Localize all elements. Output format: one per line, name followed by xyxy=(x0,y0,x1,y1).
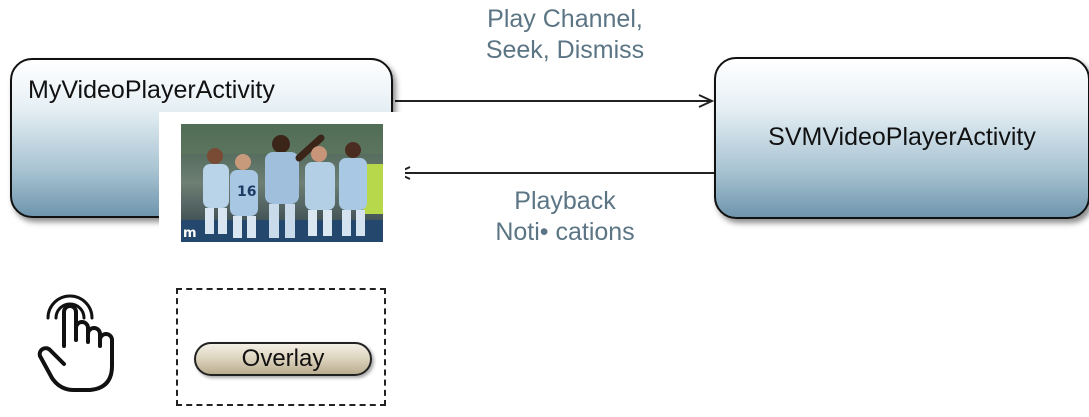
node-label: SVMVideoPlayerActivity xyxy=(768,123,1036,151)
edge-label-line: Noti• cations xyxy=(495,218,635,246)
edge-label-line: Playback xyxy=(514,187,616,215)
overlay-frame: Overlay xyxy=(176,288,386,406)
edge-label-commands: Play Channel, Seek, Dismiss xyxy=(420,4,710,66)
player xyxy=(203,148,229,234)
jersey-number: 16 xyxy=(237,184,256,200)
soccer-players-image: 16 m xyxy=(181,124,383,242)
player: 16 xyxy=(230,154,258,238)
video-thumbnail: 16 m xyxy=(181,124,383,242)
edge-label-line: Seek, Dismiss xyxy=(485,36,645,64)
hand-touch-icon xyxy=(37,294,114,392)
video-thumbnail-frame: 16 m xyxy=(159,112,405,262)
player xyxy=(339,142,367,236)
edge-label-line: Play Channel, xyxy=(487,5,643,33)
node-label: MyVideoPlayerActivity xyxy=(28,76,275,104)
player xyxy=(305,146,335,236)
player xyxy=(265,134,325,238)
node-svm-video-player-activity: SVMVideoPlayerActivity xyxy=(714,57,1089,219)
overlay-button[interactable]: Overlay xyxy=(194,342,372,376)
thumbnail-caption: m xyxy=(183,226,197,241)
edge-label-notifications: Playback Noti• cations xyxy=(420,186,710,248)
